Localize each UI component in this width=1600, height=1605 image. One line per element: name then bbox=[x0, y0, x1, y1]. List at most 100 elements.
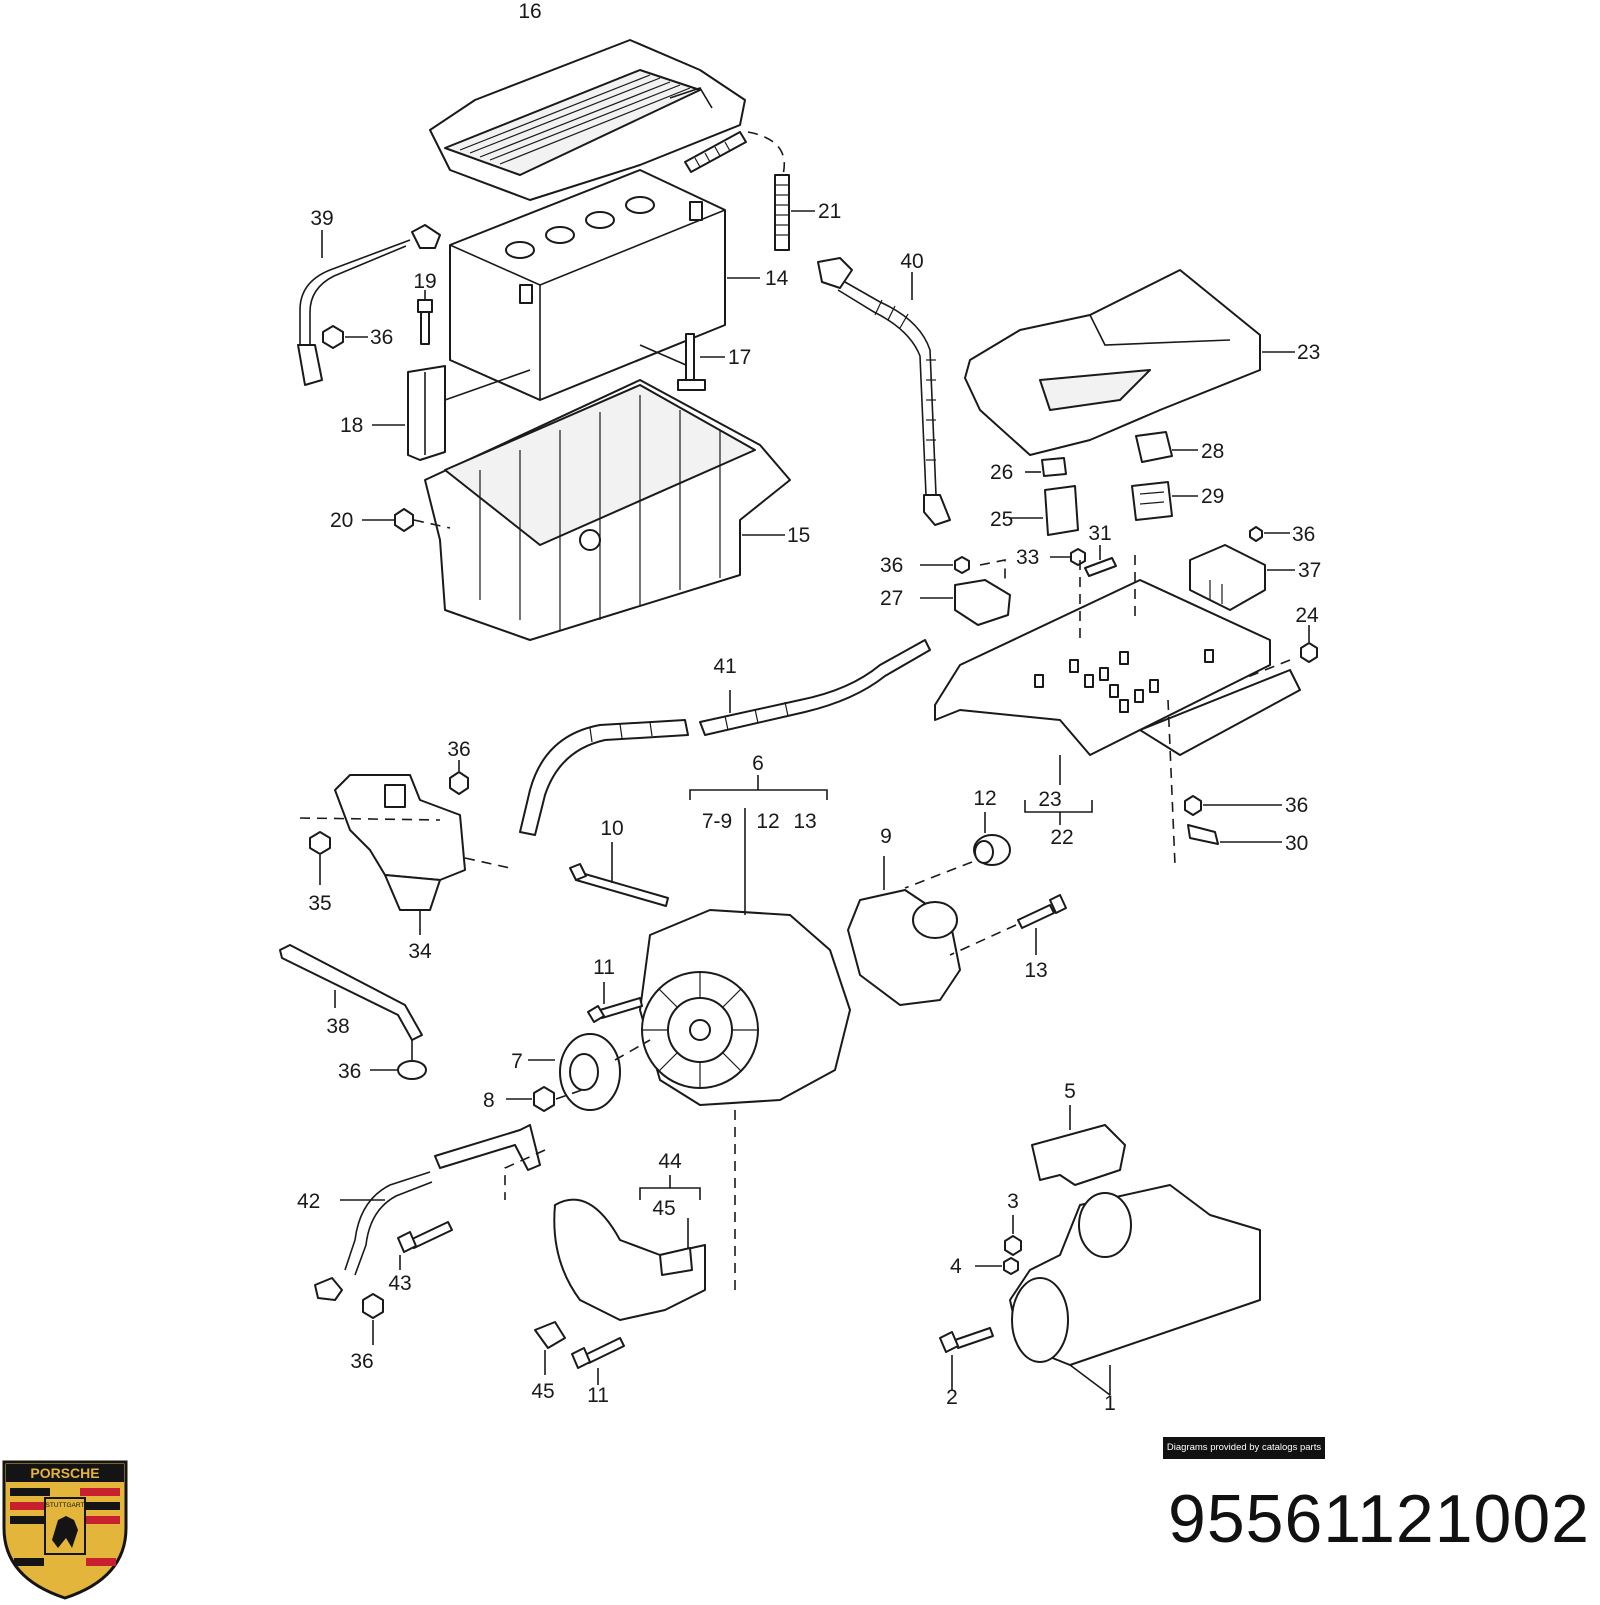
nut-20 bbox=[362, 508, 451, 532]
callout-4: 4 bbox=[950, 1255, 962, 1278]
callout-40: 40 bbox=[900, 250, 923, 273]
nut-36-cable bbox=[362, 1293, 384, 1345]
callout-13-group: 13 bbox=[793, 810, 816, 833]
callout-1: 1 bbox=[1104, 1392, 1116, 1415]
bolt-11-b bbox=[571, 1337, 625, 1385]
fuse-31 bbox=[1084, 545, 1117, 577]
callout-36-g: 36 bbox=[350, 1350, 373, 1373]
callout-6: 6 bbox=[752, 752, 764, 775]
positive-cable bbox=[817, 257, 951, 526]
callout-13: 13 bbox=[1024, 959, 1047, 982]
callout-35: 35 bbox=[308, 892, 331, 915]
fuse-30 bbox=[1187, 824, 1282, 845]
callout-31: 31 bbox=[1088, 522, 1111, 545]
callout-7: 7 bbox=[511, 1050, 523, 1073]
callout-25: 25 bbox=[990, 508, 1013, 531]
callout-44: 44 bbox=[658, 1150, 682, 1173]
nut-36-mid-left bbox=[449, 760, 469, 795]
battery-tray bbox=[424, 379, 791, 641]
callout-19: 19 bbox=[413, 270, 436, 293]
callout-16: 16 bbox=[518, 0, 541, 23]
regulator-9 bbox=[847, 856, 961, 1006]
callout-33: 33 bbox=[1016, 546, 1039, 569]
strap-38 bbox=[279, 944, 423, 1041]
callout-36-b: 36 bbox=[1292, 523, 1315, 546]
callout-34: 34 bbox=[408, 940, 432, 963]
nut-3 bbox=[1004, 1215, 1022, 1256]
callout-23-b: 23 bbox=[1038, 788, 1061, 811]
callout-36-e: 36 bbox=[1285, 794, 1308, 817]
battery bbox=[449, 169, 760, 401]
clamp-17 bbox=[639, 333, 725, 391]
callout-42: 42 bbox=[297, 1190, 320, 1213]
logo-wordmark: PORSCHE bbox=[30, 1465, 99, 1481]
callout-2: 2 bbox=[946, 1386, 958, 1409]
carrier-23 bbox=[964, 269, 1295, 456]
nut-36-lower-right bbox=[1184, 795, 1282, 816]
callout-45-b: 45 bbox=[531, 1380, 554, 1403]
vent-hose bbox=[684, 131, 815, 251]
nut-36-strap bbox=[370, 1040, 427, 1080]
ground-cable bbox=[297, 224, 441, 386]
callout-12-group: 12 bbox=[756, 810, 779, 833]
bolt-13 bbox=[949, 894, 1067, 956]
callout-45: 45 bbox=[652, 1197, 675, 1220]
callout-3: 3 bbox=[1007, 1190, 1019, 1213]
bolt-11-a bbox=[587, 982, 643, 1023]
bolt-10 bbox=[569, 842, 669, 907]
pulley-7 bbox=[528, 1033, 651, 1111]
callout-27: 27 bbox=[880, 587, 903, 610]
bolt-2 bbox=[939, 1327, 994, 1390]
callout-20: 20 bbox=[330, 509, 353, 532]
callout-18: 18 bbox=[340, 414, 363, 437]
module-37 bbox=[1189, 526, 1295, 611]
callout-7-9: 7-9 bbox=[702, 810, 732, 833]
bolt-35 bbox=[309, 831, 331, 885]
callout-11: 11 bbox=[593, 956, 615, 979]
porsche-crest-logo: PORSCHE STUTTGART bbox=[0, 1458, 130, 1600]
clip-45 bbox=[534, 1321, 566, 1375]
callout-15: 15 bbox=[787, 524, 810, 547]
fuse-holder-25 bbox=[1010, 485, 1079, 536]
callout-41: 41 bbox=[713, 655, 736, 678]
nut-4 bbox=[975, 1257, 1019, 1275]
callout-17: 17 bbox=[728, 346, 751, 369]
nut-8 bbox=[506, 1086, 583, 1112]
relay-plate-22 bbox=[934, 555, 1318, 866]
callout-43: 43 bbox=[388, 1272, 411, 1295]
nut-33 bbox=[1050, 548, 1086, 566]
callout-36-f: 36 bbox=[338, 1060, 361, 1083]
callout-21: 21 bbox=[818, 200, 841, 223]
callout-11-b: 11 bbox=[587, 1384, 609, 1407]
logo-stuttgart: STUTTGART bbox=[46, 1502, 85, 1509]
bushing-12 bbox=[904, 812, 1011, 889]
solenoid-cover-5 bbox=[1031, 1105, 1126, 1186]
bolt-43 bbox=[397, 1221, 453, 1270]
callout-8: 8 bbox=[483, 1089, 495, 1112]
relay-29 bbox=[1131, 481, 1198, 521]
callout-10: 10 bbox=[600, 817, 623, 840]
heat-shield-44 bbox=[553, 1175, 706, 1321]
callout-37: 37 bbox=[1298, 559, 1321, 582]
callout-23: 23 bbox=[1297, 341, 1320, 364]
bolt-19 bbox=[417, 290, 433, 345]
callout-9: 9 bbox=[880, 825, 892, 848]
diagram-credit: Diagrams provided by catalogs parts bbox=[1163, 1437, 1325, 1459]
relay-terminals bbox=[1034, 649, 1214, 713]
callout-28: 28 bbox=[1201, 440, 1224, 463]
callout-14: 14 bbox=[765, 267, 789, 290]
alternator bbox=[639, 775, 851, 1290]
callout-22: 22 bbox=[1050, 826, 1073, 849]
terminal-block-34 bbox=[299, 774, 511, 935]
callout-29: 29 bbox=[1201, 485, 1224, 508]
cable-41 bbox=[519, 639, 931, 836]
battery-cover bbox=[429, 39, 746, 201]
callout-36: 36 bbox=[370, 326, 393, 349]
starter-1 bbox=[1009, 1184, 1261, 1396]
callout-36-d: 36 bbox=[447, 738, 470, 761]
bracket-18 bbox=[372, 365, 531, 461]
callout-12: 12 bbox=[973, 787, 996, 810]
part-number: 95561121002 bbox=[1168, 1481, 1590, 1557]
callout-39: 39 bbox=[310, 207, 333, 230]
